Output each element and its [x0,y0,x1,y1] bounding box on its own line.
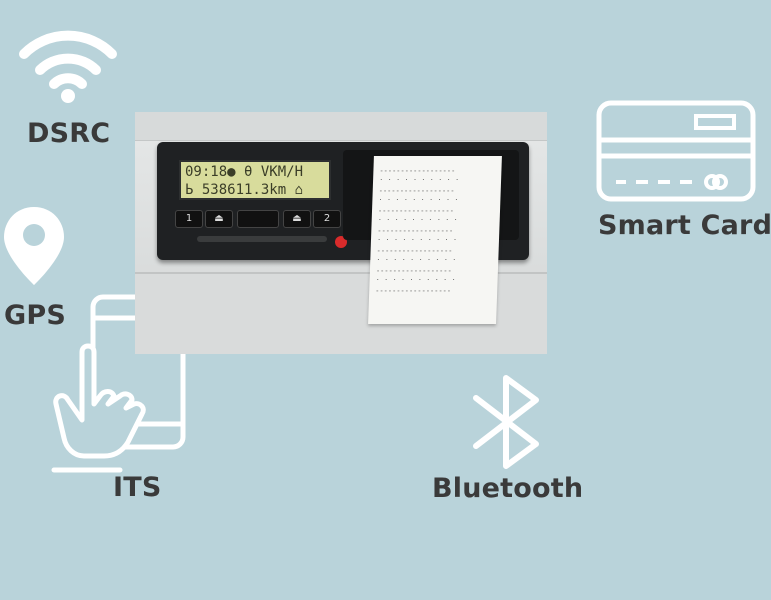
menu-button[interactable] [237,210,279,228]
bluetooth-icon [466,374,548,470]
driver-1-button[interactable]: 1 [175,210,203,228]
location-pin-icon [2,205,66,287]
credit-card-icon [596,100,756,202]
bluetooth-label: Bluetooth [432,473,584,504]
display-line-1: 09:18● θ VKM/H [185,164,304,180]
wifi-icon [18,26,118,106]
eject-2-button[interactable]: ⏏ [283,210,311,228]
printout-receipt: ------------------ . . . . . . . . . . -… [368,156,502,324]
dsrc-label: DSRC [27,118,111,149]
gps-label: GPS [4,300,66,331]
dashboard-panel [135,112,547,141]
driver-2-button[interactable]: 2 [313,210,341,228]
tachograph-display: 09:18● θ VKM/H Ь 538611.3km ⌂ [179,160,331,200]
smart-card-label: Smart Card [598,210,771,241]
tachograph-photo: 09:18● θ VKM/H Ь 538611.3km ⌂ 1 ⏏ ⏏ 2 --… [135,112,547,354]
eject-1-button[interactable]: ⏏ [205,210,233,228]
its-label: ITS [113,472,162,503]
display-line-2: Ь 538611.3km ⌂ [185,182,304,198]
card-slot [197,236,327,242]
